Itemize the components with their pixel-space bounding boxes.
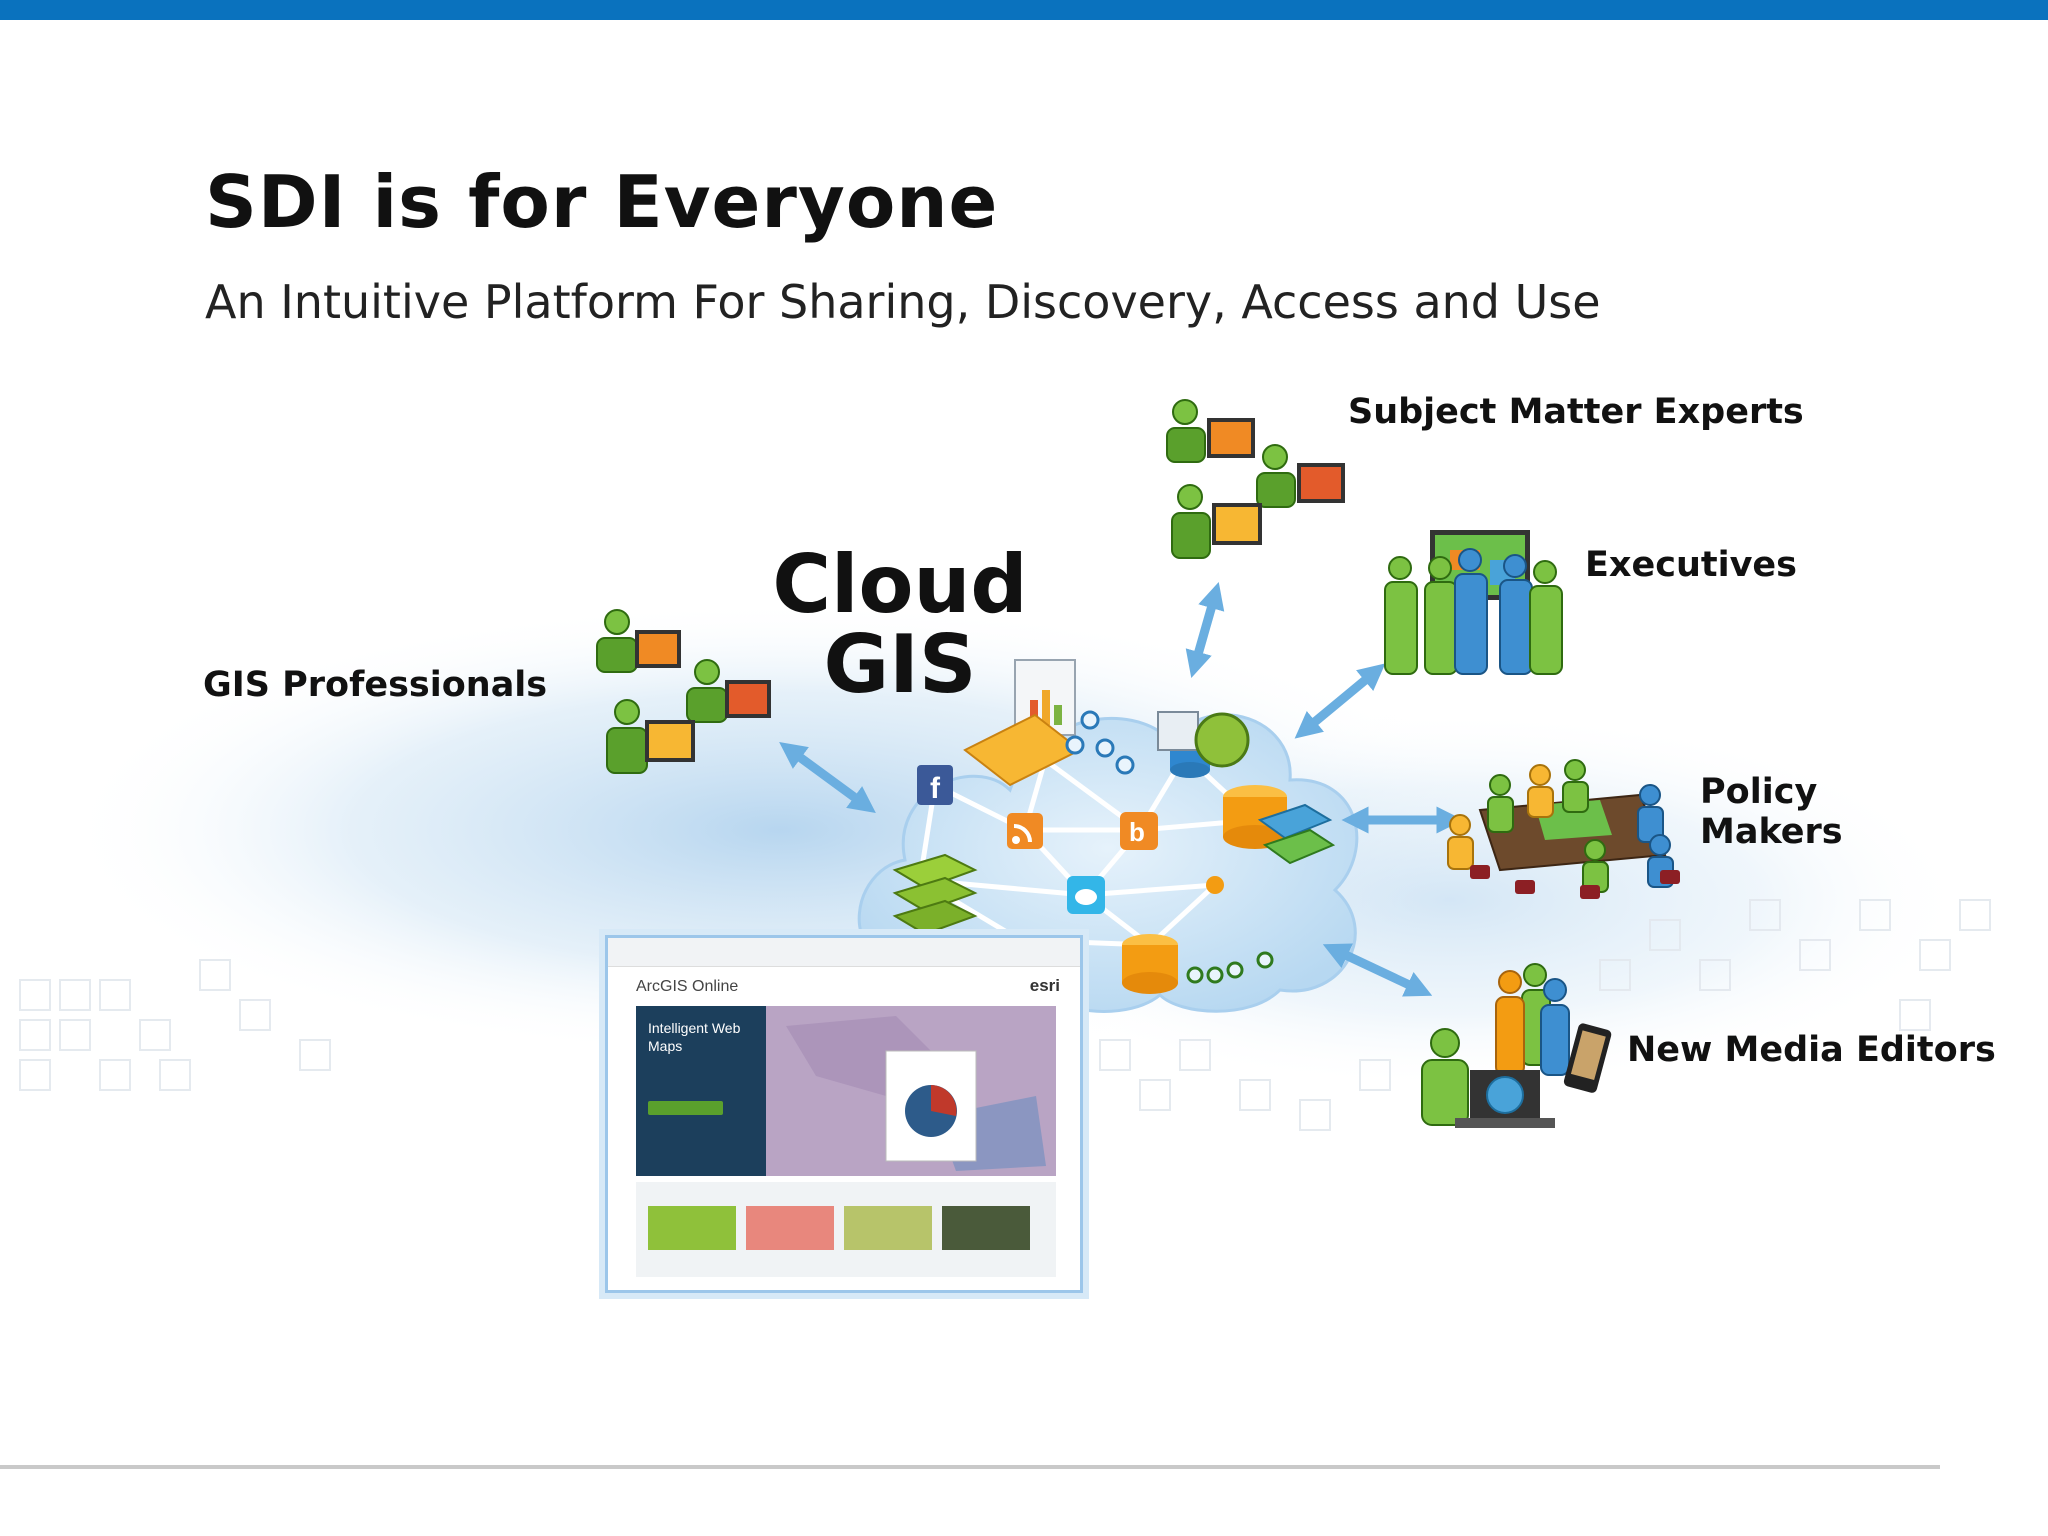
svg-text:f: f [930,772,941,805]
node-network-icon [1065,710,1135,775]
esri-logo: esri [1029,976,1060,995]
label-policy-makers-line1: Policy [1700,772,1818,812]
screenshot-nav-bar [608,938,1080,967]
label-new-media-editors: New Media Editors [1627,1030,1996,1070]
globe-grid-icon [1157,711,1250,768]
screenshot-brand: ArcGIS Online [636,978,739,995]
slide-subtitle: An Intuitive Platform For Sharing, Disco… [205,275,1601,329]
presentation-group-icon [1384,530,1563,675]
label-policy-makers-line2: Makers [1700,812,1843,853]
arrow-new-media-editors [1322,943,1433,997]
screenshot-hero-panel: Intelligent Web Maps [636,1006,766,1176]
bottom-rule [0,1465,1940,1469]
featured-map-thumb [648,1206,736,1250]
featured-map-thumb [746,1206,834,1250]
arrow-gis-professionals [779,742,876,813]
cloud-gis-label: Cloud GIS [770,545,1030,705]
people-at-computers-icon [1166,399,1345,559]
orange-database-map-icon [1223,785,1336,865]
featured-map-thumb [942,1206,1030,1250]
arrow-executives [1294,663,1386,739]
svg-text:b: b [1129,817,1145,847]
label-policy-makers: Policy Makers [1700,772,1843,853]
label-gis-professionals: GIS Professionals [203,665,548,705]
people-at-computers-icon [596,609,771,774]
screenshot-hero-heading: Intelligent Web Maps [648,1020,741,1054]
label-subject-matter-experts: Subject Matter Experts [1348,392,1804,432]
screenshot-get-started-button [648,1101,723,1115]
node-chain-icon [1186,951,1274,984]
people-with-devices-icon [1421,963,1612,1128]
network-node [1206,876,1224,894]
rss-feed-icon [1007,813,1043,849]
arrow-subject-matter-experts [1185,582,1225,678]
facebook-icon: f [917,765,953,805]
connector-arrows [779,582,1464,997]
orange-database-icon [1122,934,1178,994]
blogger-icon: b [1120,812,1158,850]
map-layers-icon [892,853,978,936]
meeting-table-icon [1447,759,1680,899]
cloud-label-line2: GIS [823,618,977,711]
top-accent-bar [0,0,2048,20]
arcgis-online-screenshot: ArcGIS Online esri Intelligent Web Maps [605,935,1083,1293]
label-executives: Executives [1585,545,1797,585]
slide-title: SDI is for Everyone [205,160,999,244]
twitter-icon [1067,876,1105,914]
featured-map-thumb [844,1206,932,1250]
background-grid [19,899,1991,1131]
cloud-label-line1: Cloud [772,538,1028,631]
